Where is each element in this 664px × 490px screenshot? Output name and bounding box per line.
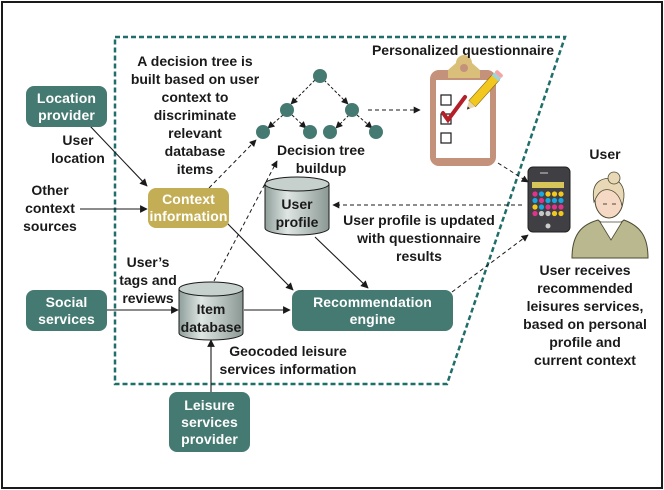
user-location-label: User location [51,132,105,166]
keypad-key [545,204,551,210]
tree-node [369,125,383,139]
arrow-profile-to-engine [314,236,369,289]
arrow-item-to-tree [213,160,278,282]
decision-tree-edges [267,79,373,129]
tree-node [323,125,337,139]
keypad-key [545,191,551,197]
tree-node [313,69,327,83]
recommendation-engine-node: Recommendation engine [292,290,453,331]
keypad-key [558,191,564,197]
keypad-key [558,210,564,217]
arrow-context-to-engine [225,221,294,291]
questionnaire-label: Personalized questionnaire [371,42,555,58]
arrow-engine-to-user [451,234,529,293]
mobile-device-icon [527,166,571,233]
arrow-questionnaire-to-user [497,162,529,183]
context-information-node: Context information [148,188,229,228]
item-database-label: Item database [180,301,242,335]
user-receives-label: User receives recommended leisures servi… [523,262,647,368]
location-provider-node: Location provider [26,86,107,127]
tree-node [303,125,317,139]
keypad-key [538,191,545,197]
social-services-node: Social services [26,290,107,331]
keypad-key [551,197,558,204]
users-tags-reviews-label: User’s tags and reviews [119,254,177,306]
keypad-key [551,204,558,210]
decision-tree-nodes [256,69,383,139]
keypad-key [532,210,538,217]
keypad-key [538,204,545,210]
keypad-key [545,210,551,217]
user-person-icon [571,171,649,259]
system-boundary [113,35,567,386]
tree-node [345,103,359,117]
arrow-location-to-context [89,125,148,187]
keypad-key [558,204,564,210]
keypad-key [551,191,558,197]
other-context-sources-label: Other context sources [23,182,77,234]
user-profile-label: User profile [275,196,319,230]
user-label: User [589,146,621,162]
geocoded-info-label: Geocoded leisure services information [219,343,357,377]
clipboard-icon [430,55,503,166]
keypad-key [532,197,538,204]
keypad-key [538,197,545,204]
keypad-key [532,204,538,210]
keypad-key [532,191,538,197]
keypad-key [551,210,558,217]
decision-tree-label: Decision tree buildup [277,142,365,176]
keypad-key [538,210,545,217]
user-profile-cylinder [264,176,330,236]
decision-tree-note: A decision tree is built based on user c… [130,53,260,177]
tree-node [280,103,294,117]
leisure-services-provider-node: Leisure services provider [169,392,250,452]
tree-node [256,125,270,139]
keypad-key [558,197,564,204]
item-database-cylinder [178,281,244,341]
keypad-key [545,197,551,204]
profile-updated-label: User profile is updated with questionnai… [343,212,495,264]
